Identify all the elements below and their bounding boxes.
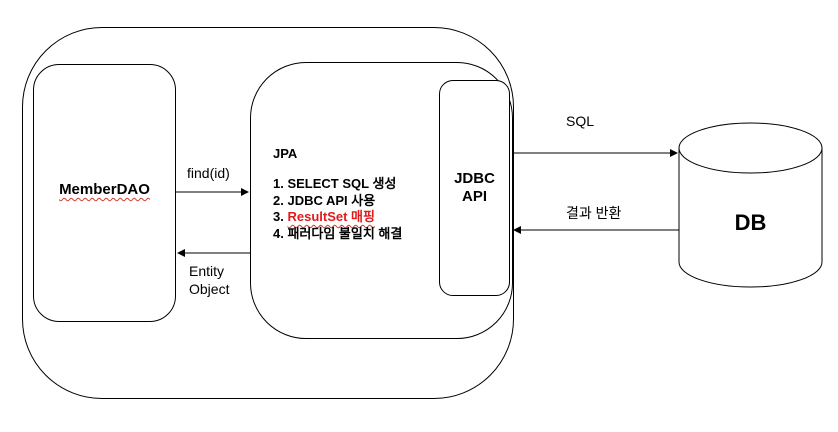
jpa-steps-list: 1. SELECT SQL 생성 2. JDBC API 사용 3. Resul… (273, 176, 402, 242)
jpa-step-item: 3. ResultSet 매핑 (273, 209, 375, 224)
result-arrow-label: 결과 반환 (566, 205, 622, 221)
jpa-title: JPA (273, 146, 298, 161)
jpa-step-item: 1. SELECT SQL 생성 (273, 176, 397, 191)
jdbc-api-box (439, 80, 510, 296)
db-cylinder (678, 122, 823, 288)
jdbc-api-label: JDBC API (454, 170, 495, 205)
entity-arrow-label: Entity Object (189, 263, 230, 297)
jpa-step-item: 2. JDBC API 사용 (273, 192, 376, 208)
member-dao-box (33, 64, 176, 322)
jpa-step-item: 4. 패러다임 불일치 해결 (273, 225, 403, 241)
db-label: DB (734, 210, 767, 235)
find-arrow-label: find(id) (187, 165, 230, 181)
member-dao-label: MemberDAO (59, 181, 150, 198)
sql-arrow-label: SQL (566, 113, 595, 129)
